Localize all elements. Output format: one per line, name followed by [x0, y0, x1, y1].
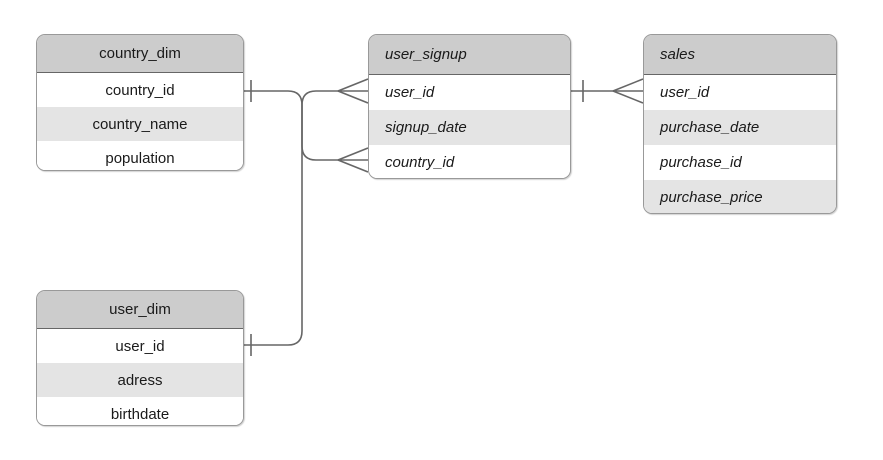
crowfoot-sales-user-id	[612, 78, 644, 104]
entity-title-sales: sales	[644, 35, 836, 75]
column-country_dim-population[interactable]: population	[37, 141, 243, 170]
entity-user_signup[interactable]: user_signup user_id signup_date country_…	[368, 34, 571, 179]
crowfoot-user-signup-user-id	[337, 78, 369, 104]
crowfoot-user-signup-country-id	[337, 147, 369, 173]
column-sales-purchase_price[interactable]: purchase_price	[644, 180, 836, 213]
relationship-user-dim-user-signup	[244, 78, 369, 356]
relationship-country-dim-user-signup	[244, 80, 369, 173]
column-sales-purchase_id[interactable]: purchase_id	[644, 145, 836, 180]
entity-title-country_dim: country_dim	[37, 35, 243, 73]
column-country_dim-country_name[interactable]: country_name	[37, 107, 243, 141]
entity-user_dim[interactable]: user_dim user_id adress birthdate	[36, 290, 244, 426]
column-user_signup-country_id[interactable]: country_id	[369, 145, 570, 178]
relationship-user-signup-sales	[571, 78, 644, 104]
entity-country_dim[interactable]: country_dim country_id country_name popu…	[36, 34, 244, 171]
column-sales-user_id[interactable]: user_id	[644, 75, 836, 110]
column-country_dim-country_id[interactable]: country_id	[37, 73, 243, 107]
entity-title-user_dim: user_dim	[37, 291, 243, 329]
column-user_dim-birthdate[interactable]: birthdate	[37, 397, 243, 425]
column-user_dim-adress[interactable]: adress	[37, 363, 243, 397]
entity-sales[interactable]: sales user_id purchase_date purchase_id …	[643, 34, 837, 214]
column-sales-purchase_date[interactable]: purchase_date	[644, 110, 836, 145]
column-user_signup-user_id[interactable]: user_id	[369, 75, 570, 110]
entity-title-user_signup: user_signup	[369, 35, 570, 75]
column-user_signup-signup_date[interactable]: signup_date	[369, 110, 570, 145]
column-user_dim-user_id[interactable]: user_id	[37, 329, 243, 363]
